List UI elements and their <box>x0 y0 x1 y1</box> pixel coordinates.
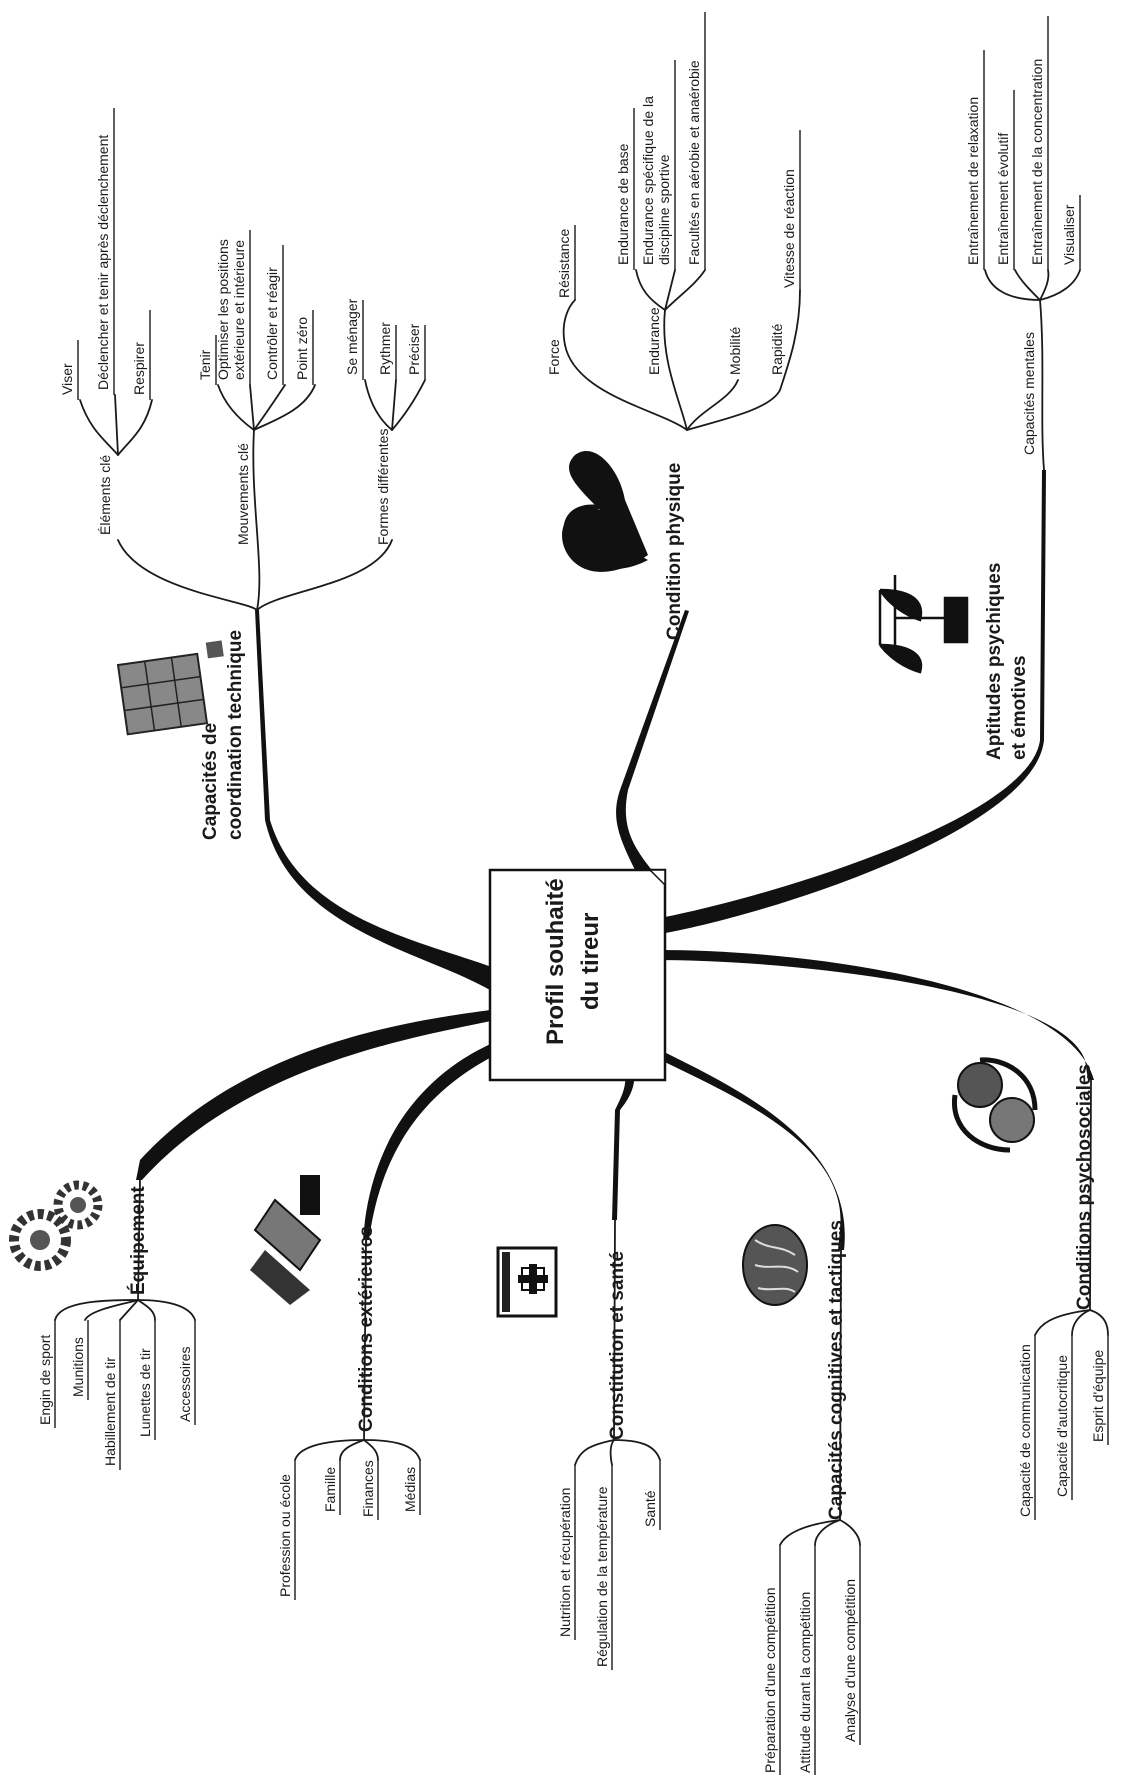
branch-equipement <box>136 1010 495 1180</box>
leaf-declencher: Déclencher et tenir après déclenchement <box>95 135 111 390</box>
exterieures-section: Conditions extérieures Profession ou éco… <box>250 1175 421 1600</box>
branch-coordination <box>255 610 500 990</box>
branch-cognitives <box>640 1045 845 1250</box>
cognitives-title: Capacités cognitives et tactiques <box>826 1220 847 1520</box>
leaf-relaxation: Entraînement de relaxation <box>965 97 981 265</box>
leaf-engin-sport: Engin de sport <box>37 1335 53 1425</box>
leaf-attitude: Attitude durant la compétition <box>797 1592 813 1773</box>
constitution-section: Constitution et santé Nutrition et récup… <box>496 1219 661 1670</box>
physique-rapidite-label: Rapidité <box>769 323 785 375</box>
physique-mobilite-label: Mobilité <box>727 327 743 375</box>
equipement-title: Équipement <box>127 1186 149 1295</box>
leaf-famille: Famille <box>322 1467 338 1512</box>
leaf-regulation: Régulation de la température <box>594 1486 610 1667</box>
center-title-line1: Profil souhaité <box>542 878 569 1045</box>
constitution-title: Constitution et santé <box>607 1251 628 1440</box>
coordination-formes-label: Formes différentes <box>375 429 391 545</box>
psychosociales-section: Conditions psychosociales Capacité de co… <box>951 1057 1109 1520</box>
psychiques-mentales-label: Capacités mentales <box>1021 332 1037 455</box>
leaf-autocritique: Capacité d'autocritique <box>1054 1355 1070 1497</box>
scales-icon <box>878 575 969 674</box>
leaf-optimiser-1: Optimiser les positions <box>215 239 231 380</box>
leaf-controler: Contrôler et réagir <box>264 267 280 380</box>
psychosociales-title: Conditions psychosociales <box>1074 1064 1095 1310</box>
leaf-profession: Profession ou école <box>277 1474 293 1597</box>
leaf-endurance-specifique-1: Endurance spécifique de la <box>640 96 656 265</box>
cognitives-section: Capacités cognitives et tactiques Prépar… <box>742 1220 861 1775</box>
leaf-optimiser-2: extérieure et intérieure <box>231 240 247 380</box>
coordination-section: Capacités de coordination technique Élém… <box>59 108 426 840</box>
physique-force-label: Force <box>546 339 562 375</box>
leaf-medias: Médias <box>402 1467 418 1512</box>
center-title-line2: du tireur <box>577 913 604 1010</box>
leaf-vitesse-reaction: Vitesse de réaction <box>781 169 797 288</box>
exterieures-title: Conditions extérieures <box>356 1226 377 1432</box>
coordination-title-l1: Capacités de <box>200 723 221 840</box>
center-node: Profil souhaité du tireur <box>483 868 667 1082</box>
leaf-visualiser: Visualiser <box>1061 204 1077 265</box>
physique-title: Condition physique <box>664 463 685 640</box>
equipement-section: Équipement Engin de sport Munitions Habi… <box>9 1179 196 1470</box>
physique-endurance-label: Endurance <box>646 307 662 375</box>
coordination-elements-label: Éléments clé <box>97 455 113 535</box>
leaf-preciser: Préciser <box>406 323 422 375</box>
leaf-finances: Finances <box>360 1460 376 1517</box>
leaf-viser: Viser <box>59 363 75 395</box>
leaf-point-zero: Point zéro <box>294 317 310 380</box>
branch-exterieures <box>363 1040 505 1240</box>
psychiques-title-l2: et émotives <box>1009 655 1030 760</box>
leaf-lunettes: Lunettes de tir <box>137 1348 153 1437</box>
first-aid-icon <box>496 1246 558 1318</box>
leaf-facultes: Facultés en aérobie et anaérobie <box>686 60 702 265</box>
branch-psychosociales <box>655 950 1094 1080</box>
leaf-respirer: Respirer <box>131 342 147 395</box>
leaf-analyse: Analyse d'une compétition <box>842 1579 858 1742</box>
psychiques-section: Aptitudes psychiques et émotives Capacit… <box>878 16 1081 760</box>
leaf-resistance: Résistance <box>556 229 572 298</box>
gears-icon <box>9 1180 103 1271</box>
leaf-rythmer: Rythmer <box>377 322 393 375</box>
psychiques-title-l1: Aptitudes psychiques <box>984 563 1005 760</box>
leaf-concentration: Entraînement de la concentration <box>1029 59 1045 265</box>
leaf-evolutif: Entraînement évolutif <box>995 133 1011 265</box>
coordination-title-l2: coordination technique <box>225 630 246 840</box>
leaf-endurance-base: Endurance de base <box>615 143 631 265</box>
leaf-sante: Santé <box>642 1490 658 1527</box>
leaf-accessoires: Accessoires <box>177 1347 193 1422</box>
branch-physique <box>616 610 689 880</box>
physique-section: Condition physique Force Endurance Mobil… <box>546 12 801 640</box>
leaf-esprit-equipe: Esprit d'équipe <box>1090 1350 1106 1442</box>
handshake-icon <box>250 1175 322 1305</box>
leaf-se-menager: Se ménager <box>344 298 360 375</box>
leaf-preparation: Préparation d'une compétition <box>762 1587 778 1773</box>
leaf-tenir: Tenir <box>197 349 213 380</box>
leaf-munitions: Munitions <box>70 1337 86 1397</box>
branch-constitution <box>612 1050 635 1220</box>
leaf-endurance-specifique-2: discipline sportive <box>656 154 672 265</box>
puzzle-icon <box>116 640 224 736</box>
coordination-mouvements-label: Mouvements clé <box>235 443 251 545</box>
leaf-nutrition: Nutrition et récupération <box>557 1488 573 1637</box>
brain-icon <box>742 1224 808 1306</box>
people-icon <box>951 1057 1038 1153</box>
leaf-communication: Capacité de communication <box>1017 1344 1033 1517</box>
leaf-habillement: Habillement de tir <box>102 1357 118 1466</box>
main-branches <box>136 470 1094 1250</box>
